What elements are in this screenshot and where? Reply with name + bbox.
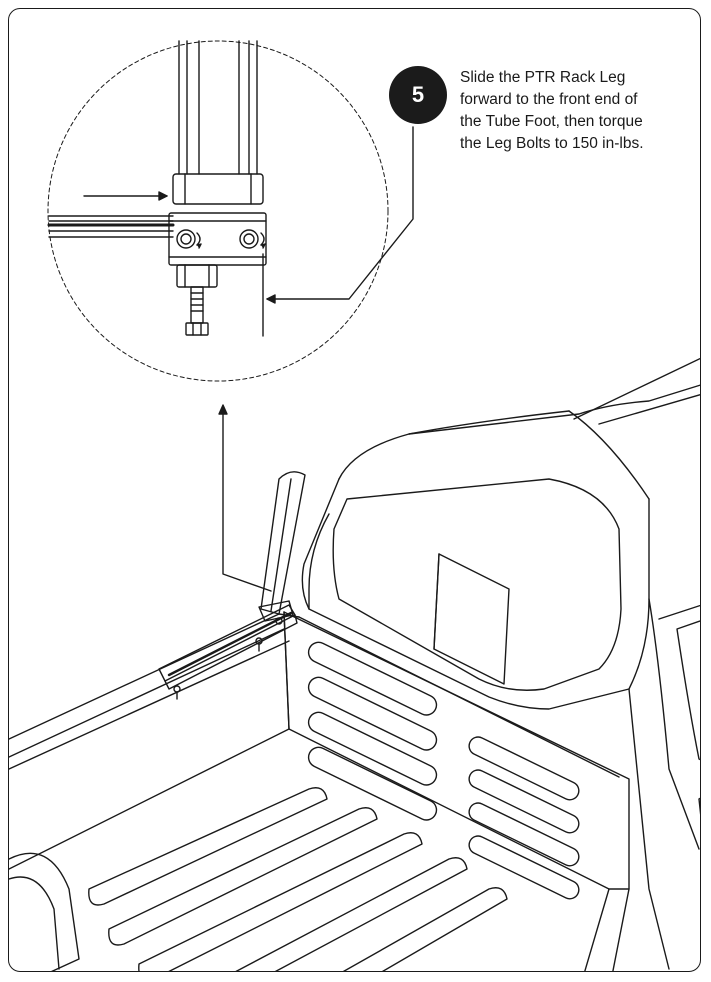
leg-bolt-right [239,229,259,249]
step-number: 5 [411,82,425,107]
step-number-badge: 5 [389,66,447,124]
slide-arrow [83,191,168,201]
zoom-arrow [218,404,272,592]
bed-front-wall [283,611,630,890]
detail-bottom-bolt [176,264,218,336]
bed-floor-ribs [88,787,508,971]
step-instruction: Slide the PTR Rack Leg forward to the fr… [460,67,700,155]
badge-leader [266,126,414,304]
detail-circle [47,40,389,382]
detail-callout [47,40,414,592]
truck [9,357,700,971]
bed-side-rail [9,613,300,740]
bed-wall-slots [307,641,580,900]
illustration [9,40,700,971]
sliding-pane [433,553,510,685]
instruction-line-3: the Tube Foot, then torque [460,113,643,130]
tube-foot [158,604,298,700]
detail-foot [168,212,267,266]
instruction-line-4: the Leg Bolts to 150 in-lbs. [460,135,644,152]
cab-back [301,478,650,710]
wheel-well [9,852,80,971]
detail-rail [47,215,175,238]
instruction-line-1: Slide the PTR Rack Leg [460,69,626,86]
leg-bolt-left [176,229,196,249]
rear-window [332,478,622,691]
diagram-frame: 5 Slide the PTR Rack Leg forward to the … [8,8,701,972]
instruction-line-2: forward to the front end of [460,91,638,108]
detail-tube [172,40,264,205]
ptr-rack-leg [258,471,306,622]
cab-roof [338,384,700,480]
